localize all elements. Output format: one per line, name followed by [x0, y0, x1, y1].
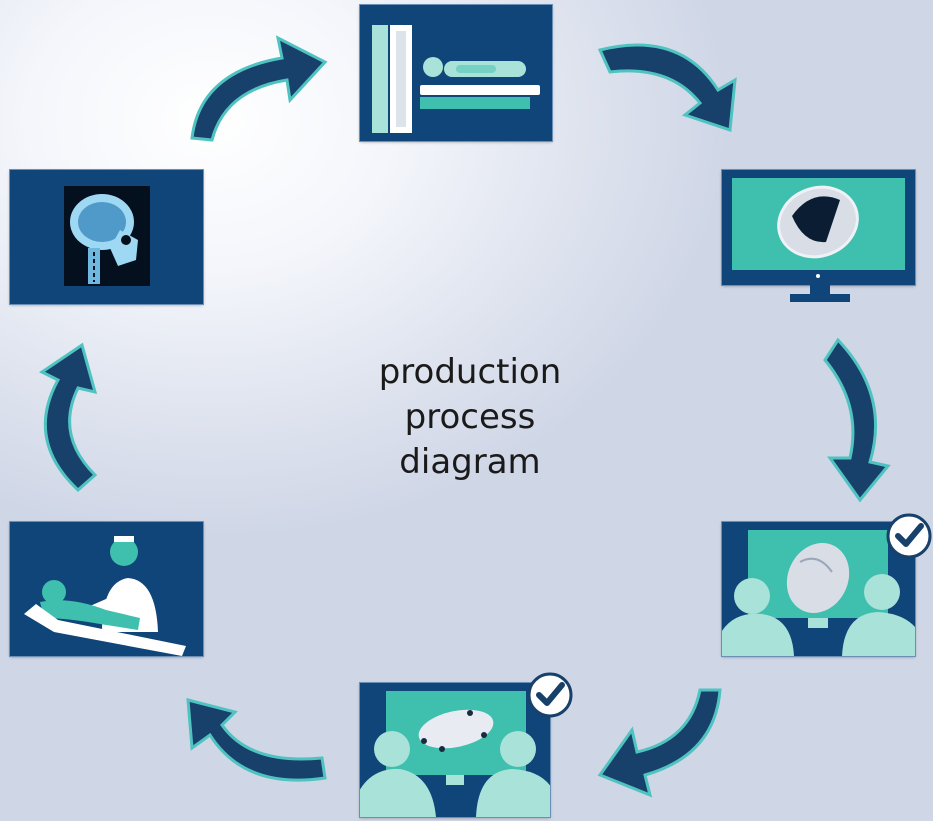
step-implant-approval: [359, 682, 551, 818]
monitor-stand-icon: [790, 284, 850, 302]
ct-scanner-icon: [372, 25, 540, 133]
surgery-patient-icon: [24, 536, 186, 656]
title-line-1: production: [378, 352, 562, 392]
step-surgery: [9, 521, 204, 657]
step-3d-model: [721, 169, 916, 286]
step-design-approval: [721, 521, 916, 657]
arrow-model-to-design: [823, 337, 891, 503]
arrow-design-to-implant: [597, 688, 722, 798]
implant-product-approval-icon: [360, 691, 550, 817]
checkmark-icon: [527, 672, 573, 718]
title-line-3: diagram: [399, 442, 541, 482]
checkmark-icon: [886, 513, 932, 559]
implant-approval-meeting-icon: [722, 530, 915, 656]
arrow-implant-to-surgery: [186, 698, 327, 782]
step-x-ray: [9, 169, 204, 305]
arrow-surgery-to-xray: [39, 342, 98, 493]
arrow-ct-to-model: [597, 43, 737, 133]
3d-skull-model-monitor-icon: [732, 178, 905, 278]
arrow-xray-to-ct: [190, 35, 328, 142]
step-ct-scan: [359, 4, 553, 142]
title-line-2: process: [404, 397, 536, 437]
diagram-title: production process diagram: [340, 350, 600, 485]
skull-xray-icon: [64, 186, 150, 286]
